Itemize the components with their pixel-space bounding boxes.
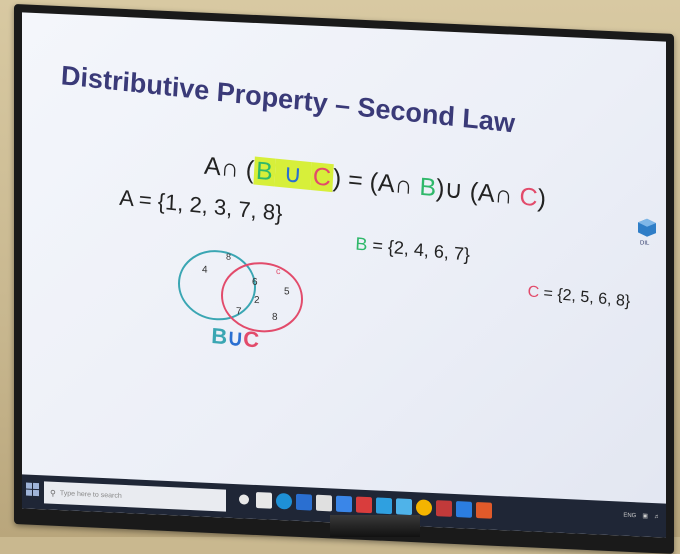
taskbar-app-icon-6[interactable] xyxy=(356,496,372,514)
taskbar-app-icon-3[interactable] xyxy=(296,493,312,511)
venn-diagram: 4 8 6 2 c 5 7 8 xyxy=(178,250,303,333)
venn-bottom-right: 8 xyxy=(272,312,278,323)
tray-language[interactable]: ENG xyxy=(623,512,637,519)
slide-title: Distributive Property – Second Law xyxy=(60,60,516,139)
venn-label-union: ∪ xyxy=(226,324,244,352)
search-placeholder: Type here to search xyxy=(59,489,122,500)
venn-right-2: 5 xyxy=(284,286,290,297)
law-lhs-prefix: A∩ ( xyxy=(203,151,255,185)
venn-label-c: C xyxy=(242,326,260,353)
law-lhs-union: ∪ xyxy=(273,158,312,190)
set-c: C = {2, 5, 6, 8} xyxy=(527,283,631,311)
set-c-values: = {2, 5, 6, 8} xyxy=(538,284,631,311)
taskbar-app-icon-4[interactable] xyxy=(316,494,332,512)
taskbar-app-icon-7[interactable] xyxy=(376,497,392,515)
venn-overlap-2: 2 xyxy=(254,295,260,306)
taskbar-app-icon-11[interactable] xyxy=(456,501,472,518)
venn-circle-b xyxy=(178,250,256,321)
taskbar-app-icon-8[interactable] xyxy=(396,498,412,516)
slide: Distributive Property – Second Law A∩ (B… xyxy=(22,12,666,491)
law-rhs-b: B xyxy=(418,172,437,203)
venn-left-1: 4 xyxy=(202,265,208,276)
set-c-name: C xyxy=(527,283,540,302)
monitor: Distributive Property – Second Law A∩ (B… xyxy=(14,4,674,554)
task-view-icon[interactable] xyxy=(239,494,249,505)
dil-logo: DIL xyxy=(638,218,656,247)
law-lhs-b: B xyxy=(253,156,276,187)
law-rhs-c: C xyxy=(518,182,539,213)
law-lhs-suffix: ) = xyxy=(332,164,371,196)
set-b-name: B xyxy=(354,233,368,255)
venn-left-2: 8 xyxy=(226,252,231,262)
taskbar-search-box[interactable]: ⚲ Type here to search xyxy=(44,481,226,512)
taskbar-app-icon-10[interactable] xyxy=(436,500,452,517)
set-b: B = {2, 4, 6, 7} xyxy=(354,233,471,266)
law-lhs-c: C xyxy=(310,162,334,193)
law-rhs-part3: ) xyxy=(536,184,547,213)
taskbar-app-icon-2[interactable] xyxy=(276,492,292,510)
monitor-screen: Distributive Property – Second Law A∩ (B… xyxy=(22,12,666,538)
law-rhs-part1: (A∩ xyxy=(368,167,421,201)
logo-text: DIL xyxy=(640,240,650,246)
taskbar-app-icon-12[interactable] xyxy=(476,501,492,519)
set-a: A = {1, 2, 3, 7, 8} xyxy=(118,184,284,226)
venn-right-1: c xyxy=(276,266,281,276)
volume-icon[interactable]: ♬ xyxy=(654,513,660,520)
venn-label: B∪C xyxy=(211,323,260,354)
taskbar-app-icon-1[interactable] xyxy=(256,491,272,509)
venn-bottom-left: 7 xyxy=(236,306,242,317)
windows-start-icon[interactable] xyxy=(26,482,40,498)
system-tray: ENG ▣ ♬ xyxy=(623,512,660,521)
law-rhs-part2: )∪ (A∩ xyxy=(435,174,521,211)
network-icon[interactable]: ▣ xyxy=(642,513,648,520)
monitor-stand xyxy=(330,515,420,537)
taskbar-app-icon-5[interactable] xyxy=(336,495,352,513)
set-b-values: = {2, 4, 6, 7} xyxy=(366,234,471,265)
venn-label-b: B xyxy=(210,322,228,350)
venn-overlap-1: 6 xyxy=(252,277,258,288)
taskbar-app-icon-9[interactable] xyxy=(416,499,432,516)
search-icon: ⚲ xyxy=(50,488,56,498)
venn-circle-c xyxy=(221,262,303,333)
